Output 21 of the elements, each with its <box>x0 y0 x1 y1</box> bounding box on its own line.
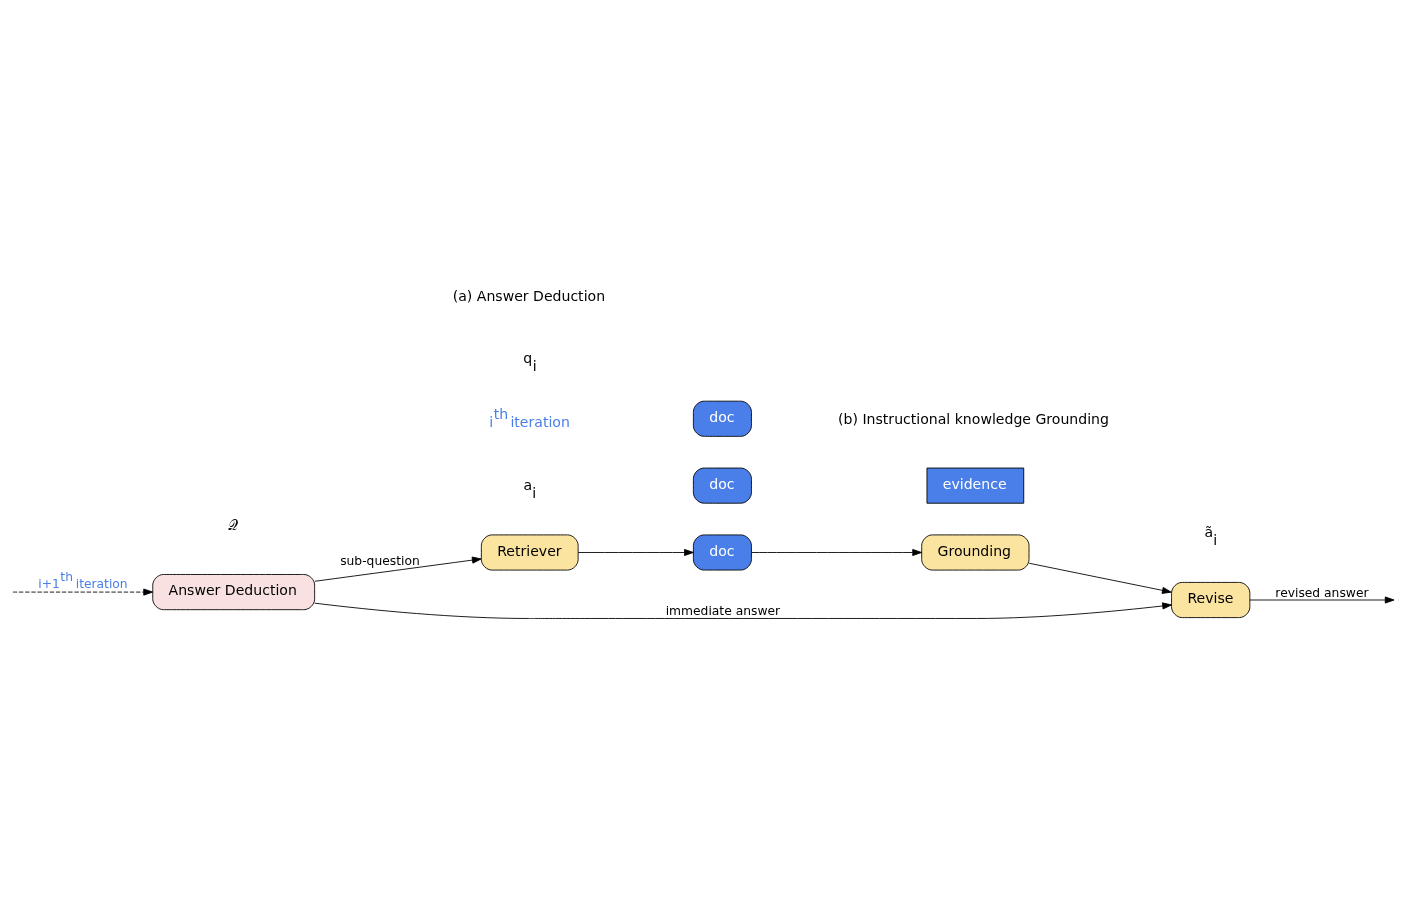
arrow <box>1028 562 1172 594</box>
label: (a) Answer Deduction <box>452 287 606 304</box>
node-box: Answer Deduction <box>152 573 316 610</box>
arrow <box>751 548 922 556</box>
node-box: Revise <box>1171 581 1251 618</box>
arrow <box>314 601 1172 619</box>
arrow <box>1249 596 1395 604</box>
arrow <box>12 588 153 596</box>
edge-label: revised answer <box>1275 585 1369 600</box>
edge-label: immediate answer <box>665 603 781 618</box>
node-box: doc <box>692 400 752 437</box>
node-box: doc <box>692 467 752 504</box>
arrow <box>577 548 694 556</box>
node-box: Grounding <box>921 533 1030 571</box>
node-box: doc <box>692 533 752 571</box>
arrow <box>314 556 482 582</box>
label: 𝒬 <box>228 516 239 533</box>
node-box: evidence <box>926 467 1025 504</box>
label: (b) Instructional knowledge Grounding <box>838 410 1109 427</box>
edge-label: sub-question <box>340 553 420 568</box>
node-box: Retriever <box>480 533 579 571</box>
